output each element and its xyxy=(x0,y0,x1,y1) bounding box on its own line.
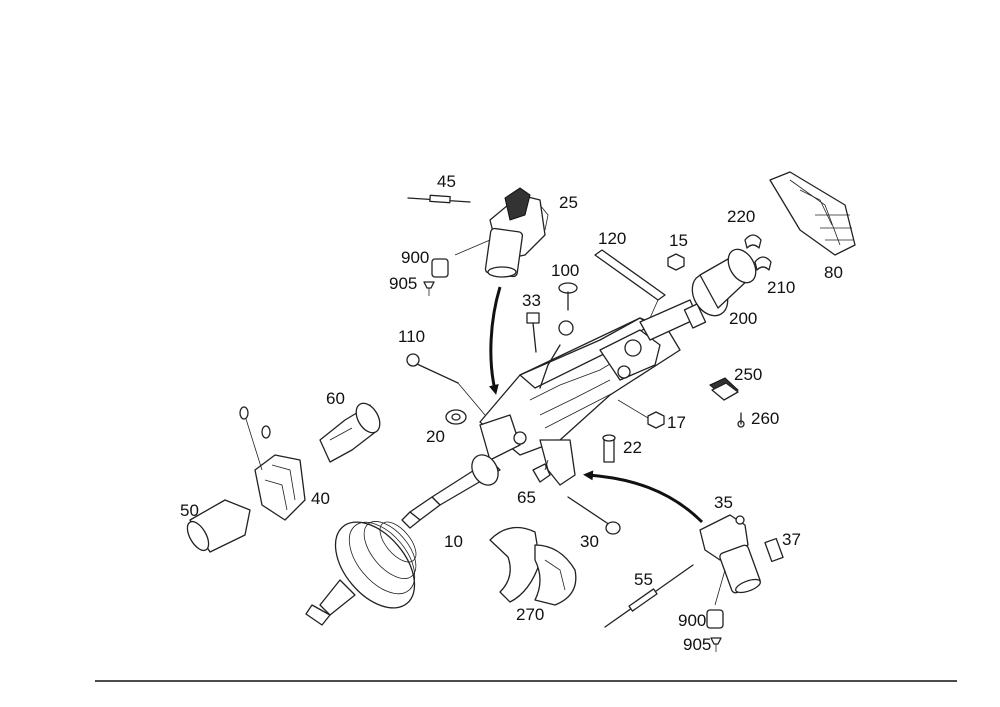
fitting-65 xyxy=(532,459,551,483)
bolt-30 xyxy=(567,496,621,535)
cover-set-270 xyxy=(489,526,577,606)
boot-40 xyxy=(239,406,306,521)
bolt-110 xyxy=(406,353,486,416)
label-905-upper: 905 xyxy=(389,274,417,293)
screw-905-lower xyxy=(710,637,722,652)
label-60: 60 xyxy=(326,389,345,408)
label-15: 15 xyxy=(669,231,688,250)
assembly-arrow-lower xyxy=(583,470,704,524)
screw-100 xyxy=(558,282,578,311)
label-110: 110 xyxy=(398,327,425,346)
label-250: 250 xyxy=(734,365,762,384)
connector-900-upper xyxy=(431,258,449,278)
label-25: 25 xyxy=(559,193,578,212)
connector-900-lower xyxy=(706,609,724,629)
label-905-lower: 905 xyxy=(683,635,711,654)
screw-260 xyxy=(737,412,745,428)
label-900-lower: 900 xyxy=(678,611,706,630)
label-220: 220 xyxy=(727,207,755,226)
label-270: 270 xyxy=(516,605,544,624)
screw-22 xyxy=(602,434,616,463)
nut-17 xyxy=(617,399,665,429)
clips-210-220 xyxy=(744,234,772,271)
label-37: 37 xyxy=(782,530,801,549)
screw-37 xyxy=(764,537,784,563)
label-40: 40 xyxy=(311,489,330,508)
sleeve-60 xyxy=(319,402,381,463)
label-17: 17 xyxy=(667,413,686,432)
nut-15 xyxy=(667,253,685,271)
module-250 xyxy=(709,377,739,401)
label-900-upper: 900 xyxy=(401,248,429,267)
label-35: 35 xyxy=(714,493,733,512)
adjustment-motor-25 xyxy=(454,187,549,278)
pin-45 xyxy=(407,194,471,204)
label-210: 210 xyxy=(767,278,795,297)
assembly-arrow-upper xyxy=(488,286,502,395)
label-30: 30 xyxy=(580,532,599,551)
plate-120 xyxy=(594,249,666,319)
label-200: 200 xyxy=(729,309,757,328)
cover-80 xyxy=(769,171,856,256)
label-22: 22 xyxy=(623,438,642,457)
screw-905-upper xyxy=(423,281,435,296)
steering-shaft-10 xyxy=(305,454,501,626)
label-80: 80 xyxy=(824,263,843,282)
label-45: 45 xyxy=(437,172,456,191)
bolt-33 xyxy=(526,312,540,353)
rod-55 xyxy=(604,564,694,628)
steering-column-housing xyxy=(479,299,707,486)
label-50: 50 xyxy=(180,501,199,520)
label-65: 65 xyxy=(517,488,536,507)
sleeve-50 xyxy=(186,499,251,553)
label-10: 10 xyxy=(444,532,463,551)
sleeve-200 xyxy=(691,248,757,317)
label-260: 260 xyxy=(751,409,779,428)
label-33: 33 xyxy=(522,291,541,310)
label-120: 120 xyxy=(598,229,626,248)
label-20: 20 xyxy=(426,427,445,446)
label-100: 100 xyxy=(551,261,579,280)
label-55: 55 xyxy=(634,570,653,589)
washer-20 xyxy=(445,409,467,425)
adjustment-motor-35 xyxy=(699,514,761,606)
